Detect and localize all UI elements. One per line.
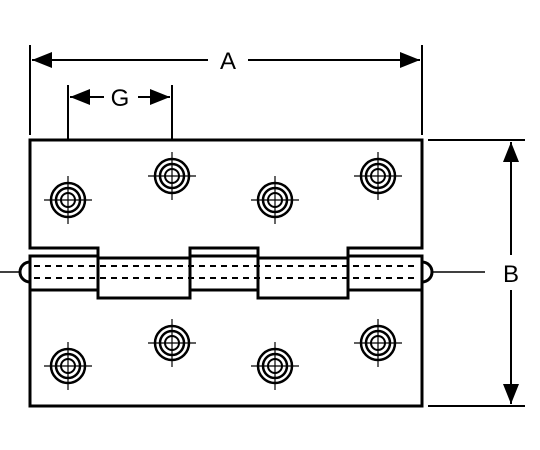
knuckle-1 [28,254,100,292]
hinge-knuckles [28,254,424,300]
dimension-g: G [67,85,173,165]
hinge-top-leaf [28,138,424,260]
hinge-bottom-leaf [28,288,424,408]
screw-hole [44,342,92,390]
screw-hole [251,342,299,390]
screw-hole [354,319,402,367]
screw-hole [44,176,92,224]
hinge-body [0,138,485,408]
dimension-b-label: B [503,261,519,288]
knuckle-5 [346,254,424,292]
screw-hole [251,176,299,224]
dimension-b: B [428,139,525,407]
dimension-a: A [29,45,423,135]
screw-holes [44,152,402,390]
knuckle-3 [188,254,260,292]
dimension-g-label: G [111,85,130,112]
dimension-a-label: A [220,48,236,75]
screw-hole [354,152,402,200]
screw-hole [148,152,196,200]
screw-hole [148,319,196,367]
hidden-pin-lines [34,265,418,279]
